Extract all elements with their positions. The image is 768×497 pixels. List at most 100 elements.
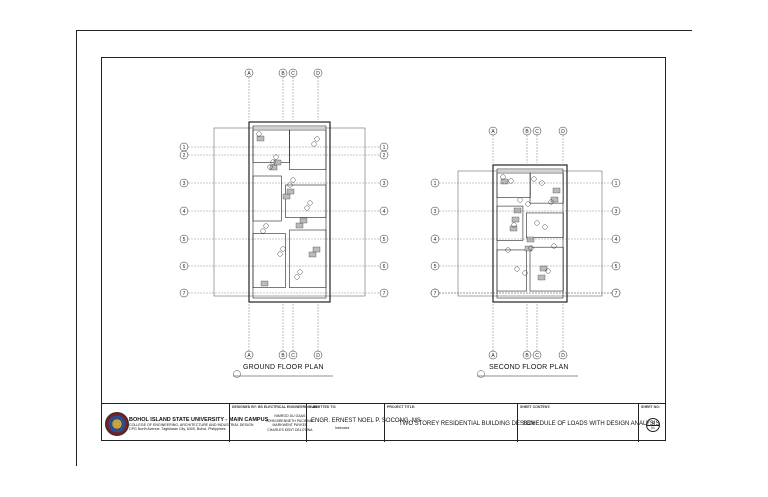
grid-bubble-label: C (535, 353, 539, 359)
grid-bubble (379, 206, 389, 216)
school-college: COLLEGE OF ENGINEERING, ARCHITECTURE AND… (129, 423, 254, 427)
light-fixture-symbol (528, 245, 534, 251)
light-fixture-symbol (277, 251, 283, 257)
grid-bubble-label: D (561, 129, 565, 135)
grid-bubble-label: 6 (183, 264, 186, 270)
furniture-symbol (256, 135, 265, 142)
grid-bubble-label: 3 (615, 209, 618, 215)
room-partition (285, 184, 327, 218)
furniture-symbol (295, 222, 304, 229)
grid-bubble (430, 261, 440, 271)
designed-by-header: DESIGNED BY: BS ELECTRICAL ENGINEERING 4… (232, 405, 317, 409)
light-fixture-symbol (270, 159, 276, 165)
grid-bubble-label: 1 (615, 181, 618, 187)
light-fixture-symbol (505, 247, 511, 253)
sheet-number-header: SHEET NO: (641, 405, 661, 409)
school-cell: BOHOL ISLAND STATE UNIVERSITY - MAIN CAM… (101, 404, 268, 442)
grid-bubble (288, 350, 298, 360)
designer-name: NIMROD DU GAAS (274, 414, 306, 418)
page-frame-top-line (76, 30, 692, 31)
exterior-wall (248, 121, 331, 303)
room-partition (496, 172, 531, 198)
sheet-content-title: SCHEDULE OF LOADS WITH DESIGN ANALYSIS (523, 421, 660, 427)
grid-bubble-label: 3 (183, 181, 186, 187)
title-block: BOHOL ISLAND STATE UNIVERSITY - MAIN CAM… (101, 403, 666, 442)
room-partition (252, 175, 282, 222)
grid-bubble (313, 68, 323, 78)
grid-bubble-label: C (291, 71, 295, 77)
furniture-symbol (260, 280, 269, 287)
room-partition (289, 129, 327, 170)
light-fixture-symbol (551, 243, 557, 249)
room-partition (529, 172, 564, 204)
grid-bubble (179, 206, 189, 216)
grid-bubble (179, 178, 189, 188)
grid-bubble-label: 2 (383, 153, 386, 159)
grid-bubble (179, 234, 189, 244)
grid-bubble-label: 5 (383, 237, 386, 243)
grid-bubble-label: 5 (615, 264, 618, 270)
grid-bubble (611, 234, 621, 244)
grid-bubble-label: D (316, 353, 320, 359)
sheet-content-header: SHEET CONTENT: (520, 405, 551, 409)
grid-bubble (611, 261, 621, 271)
grid-bubble (179, 150, 189, 160)
grid-bubble (611, 178, 621, 188)
light-fixture-symbol (548, 199, 554, 205)
furniture-symbol (524, 245, 533, 252)
grid-bubble (179, 288, 189, 298)
light-fixture-symbol (256, 131, 262, 137)
furniture-symbol (286, 188, 295, 195)
grid-bubble (430, 178, 440, 188)
grid-bubble-label: A (491, 353, 495, 359)
project-title: TWO STOREY RESIDENTIAL BUILDING DESIGN (399, 421, 535, 427)
grid-bubble-label: 3 (434, 209, 437, 215)
grid-bubble (558, 126, 568, 136)
sheet-content-cell: SHEET CONTENT: SCHEDULE OF LOADS WITH DE… (517, 404, 660, 442)
furniture-symbol (269, 164, 278, 171)
second-floor-plan: AABBCCDD113344556677 (430, 126, 621, 378)
light-fixture-symbol (304, 205, 310, 211)
grid-bubble (558, 350, 568, 360)
light-fixture-symbol (273, 154, 279, 160)
grid-bubble-label: A (247, 71, 251, 77)
room-partition (529, 246, 564, 292)
sheet-number-letter: E (651, 420, 655, 425)
instructor-name: ENGR. ERNEST NOEL P. SOCONG, MS (311, 418, 421, 424)
grid-bubble-label: 7 (615, 291, 618, 297)
furniture-symbol (312, 246, 321, 253)
light-fixture-symbol (545, 268, 551, 274)
grid-bubble (430, 288, 440, 298)
grid-bubble (379, 150, 389, 160)
grid-bubble (179, 261, 189, 271)
grid-bubble (522, 126, 532, 136)
grid-bubble-label: 4 (183, 209, 186, 215)
school-name: BOHOL ISLAND STATE UNIVERSITY - MAIN CAM… (129, 417, 269, 423)
grid-bubble-label: 1 (183, 145, 186, 151)
instructor-role: Instructor (335, 426, 350, 430)
grid-bubble-label: D (561, 353, 565, 359)
site-outline (213, 127, 366, 297)
grid-bubble-label: 1 (383, 145, 386, 151)
grid-bubble (313, 350, 323, 360)
light-fixture-symbol (280, 246, 286, 252)
light-fixture-symbol (260, 228, 266, 234)
light-fixture-symbol (522, 270, 528, 276)
second-floor-plan-title: SECOND FLOOR PLAN (489, 364, 569, 371)
light-fixture-symbol (263, 223, 269, 229)
grid-bubble-label: 4 (383, 209, 386, 215)
exterior-wall (492, 164, 568, 303)
room-partition (289, 229, 327, 288)
light-fixture-symbol (314, 136, 320, 142)
school-address: CPG North Avenue, Tagbilaran City, 6300,… (129, 427, 226, 431)
light-fixture-symbol (514, 266, 520, 272)
sheet-number-value: 01 (651, 426, 655, 430)
grid-bubble-label: 7 (383, 291, 386, 297)
grid-bubble (379, 178, 389, 188)
light-fixture-symbol (307, 200, 313, 206)
grid-bubble-label: A (247, 353, 251, 359)
grid-bubble (244, 350, 254, 360)
grid-bubble-label: 7 (183, 291, 186, 297)
